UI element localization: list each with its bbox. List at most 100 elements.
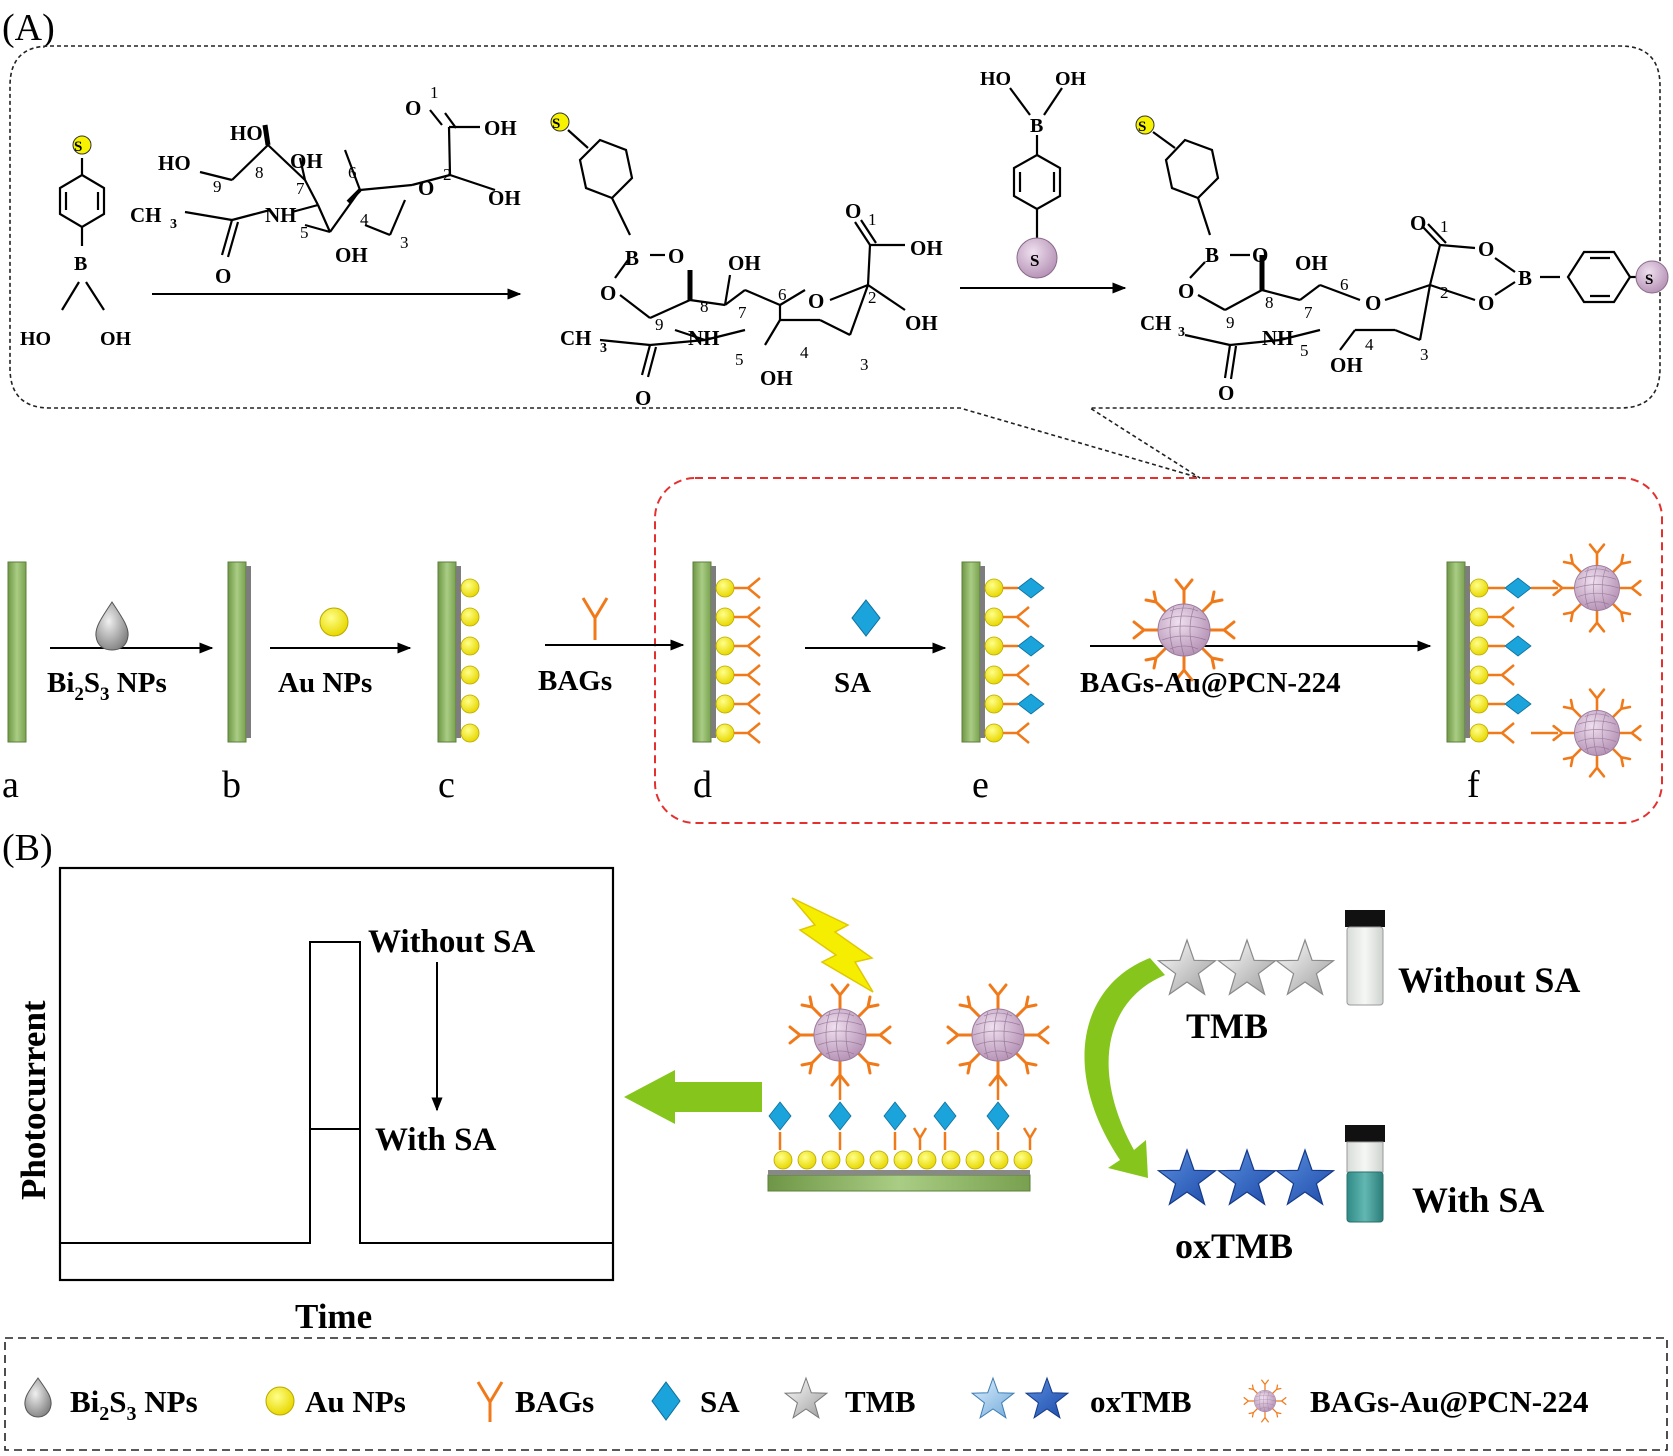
electrode-d-bags-5 — [734, 722, 761, 744]
db-num-1: 1 — [1440, 217, 1449, 236]
electrode-e-film — [980, 566, 985, 738]
sensing-au-7 — [941, 1150, 961, 1170]
star-rows — [1156, 938, 1336, 1206]
be-num-8: 8 — [700, 297, 709, 316]
electrode-f-au-1 — [1469, 607, 1489, 627]
legend-bi2s3-icon — [24, 1377, 52, 1418]
legend-oxtmb-light-icon — [970, 1376, 1016, 1419]
legend: Bi2S3 NPs Au NPs BAGs SA TMB oxTMB BAGs-… — [24, 1376, 1589, 1425]
be-num-2: 2 — [868, 288, 877, 307]
arrow2-label: Au NPs — [278, 667, 372, 699]
tmb-label: TMB — [1186, 1006, 1268, 1046]
electrode-f-bags-5 — [1488, 722, 1515, 744]
sensing-au-2 — [821, 1150, 841, 1170]
sa-num-5: 5 — [300, 223, 309, 242]
electrode-e-au-4 — [984, 694, 1004, 714]
electrode-e-sa-0 — [1017, 577, 1045, 599]
legend-tmb-icon — [783, 1376, 829, 1419]
electrode-f-au-3 — [1469, 665, 1489, 685]
electrode-f-au-4 — [1469, 694, 1489, 714]
electrode-e-au-0 — [984, 578, 1004, 598]
be-ch3-sub: 3 — [600, 341, 607, 356]
step-label-d: d — [693, 764, 712, 806]
sa-oh-acid: OH — [484, 116, 517, 140]
be-num-6: 6 — [778, 285, 787, 304]
dual-recognition-box — [654, 477, 1663, 824]
db-b1-label: B — [1205, 243, 1219, 267]
sensing-free-bags-0 — [912, 1127, 928, 1150]
db-s2-label: S — [1645, 272, 1653, 288]
electrode-e-sa-4 — [1017, 693, 1045, 715]
bags-au-pcn224-icon — [1132, 578, 1236, 682]
electrode-d-bags-0 — [734, 577, 761, 599]
electrode-c-body — [437, 561, 457, 743]
boronate-ester-molecule: S B O O O OH OH O OH NH CH 3 O OH 1 2 3 … — [550, 112, 943, 410]
reagent-b: B — [1030, 115, 1043, 137]
db-num-4: 4 — [1365, 335, 1374, 354]
sensing-mof-0 — [788, 983, 892, 1087]
electrode-d-bags-2 — [734, 635, 761, 657]
db-o3-label: O — [1478, 237, 1494, 261]
arrow1-label: Bi2S3 NPs — [47, 667, 167, 705]
electrode-c-film — [456, 566, 461, 738]
db-num-5: 5 — [1300, 341, 1309, 360]
electrode-steps — [7, 543, 1642, 778]
db-num-6: 6 — [1340, 275, 1349, 294]
mpba-b-label: B — [74, 253, 87, 275]
trace-without-sa — [60, 941, 613, 1244]
arrow5-label: BAGs-Au@PCN-224 — [1080, 667, 1341, 699]
sa-num-1: 1 — [430, 83, 439, 102]
chemistry-callout-border — [9, 45, 1661, 479]
legend-sa-label: SA — [700, 1384, 740, 1419]
sensing-au-5 — [893, 1150, 913, 1170]
oxtmb-star-0 — [1156, 1148, 1218, 1206]
sa-oh-c2: OH — [488, 186, 521, 210]
electrode-f-film — [1465, 566, 1470, 738]
electrode-f — [1446, 543, 1642, 778]
electrode-e-bags-1 — [1003, 606, 1030, 628]
oxtmb-star-1 — [1216, 1148, 1278, 1206]
db-num-3: 3 — [1420, 345, 1429, 364]
mpba-molecule — [58, 135, 106, 311]
electrode-d-bags-1 — [734, 606, 761, 628]
electrode-f-au-0 — [1469, 578, 1489, 598]
db-ch3: CH — [1140, 311, 1172, 335]
db-b2-label: B — [1518, 266, 1532, 290]
tmb-star-0 — [1156, 938, 1218, 996]
signal-arrow — [624, 1070, 762, 1124]
step-label-c: c — [438, 764, 455, 806]
db-s-label: S — [1138, 119, 1146, 135]
light-bolt-icon — [791, 897, 874, 993]
legend-au-label: Au NPs — [305, 1384, 406, 1419]
step-label-b: b — [222, 764, 241, 806]
be-o-carbonyl: O — [845, 199, 861, 223]
be-o2-label: O — [600, 281, 616, 305]
legend-oxtmb-dark-icon — [1024, 1376, 1070, 1419]
graph-label-with-sa: With SA — [375, 1122, 497, 1158]
electrode-f-mof-0 — [1552, 543, 1642, 633]
sa-oh-c7: OH — [290, 149, 323, 173]
electrode-e-body — [961, 561, 981, 743]
oxtmb-star-2 — [1274, 1148, 1336, 1206]
db-oh-c4: OH — [1330, 353, 1363, 377]
sa-nh: NH — [265, 203, 297, 227]
sensing-au-9 — [989, 1150, 1009, 1170]
db-num-2: 2 — [1440, 283, 1449, 302]
without-sa-label: Without SA — [1398, 960, 1580, 1000]
be-num-7: 7 — [738, 303, 747, 322]
be-oh-acid: OH — [910, 236, 943, 260]
reagent-oh: OH — [1055, 68, 1087, 90]
electrode-b-body — [227, 561, 247, 743]
be-nh: NH — [688, 326, 720, 350]
reagent-molecule: HO OH B S — [980, 68, 1087, 279]
sa-num-2: 2 — [443, 165, 452, 184]
electrode-e-bags-5 — [1003, 722, 1030, 744]
electrode-e-sa-2 — [1017, 635, 1045, 657]
tmb-star-1 — [1216, 938, 1278, 996]
db-o-amide: O — [1218, 381, 1234, 405]
be-o1-label: O — [668, 244, 684, 268]
be-oh-c4: OH — [760, 366, 793, 390]
electrode-f-mof-1 — [1552, 688, 1642, 778]
sialic-acid-molecule: O OH OH O OH HO HO NH CH 3 O OH 1 2 3 4 … — [130, 83, 521, 288]
